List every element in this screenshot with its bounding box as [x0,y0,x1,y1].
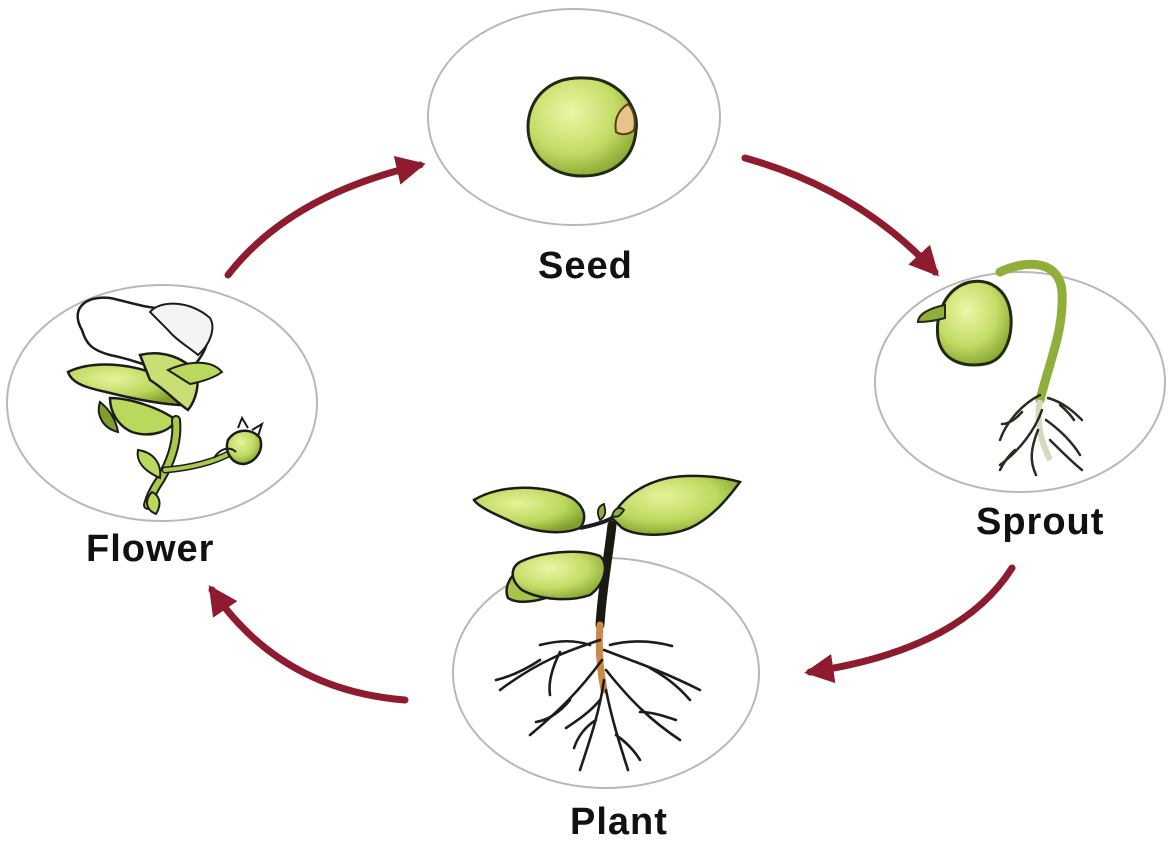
plant-label: Plant [570,801,668,844]
seed-label: Seed [538,245,633,288]
sprout-icon [918,264,1082,475]
plant-icon [474,476,740,770]
sprout-label: Sprout [976,501,1104,544]
flower-label: Flower [86,528,214,571]
arrow-seed-to-sprout [745,158,935,272]
arrow-sprout-to-plant [810,568,1012,672]
arrow-plant-to-flower [212,590,405,700]
sprout-circle [875,272,1165,492]
arrow-flower-to-seed [228,165,420,275]
seed-icon [528,78,636,176]
flower-icon [68,298,262,514]
